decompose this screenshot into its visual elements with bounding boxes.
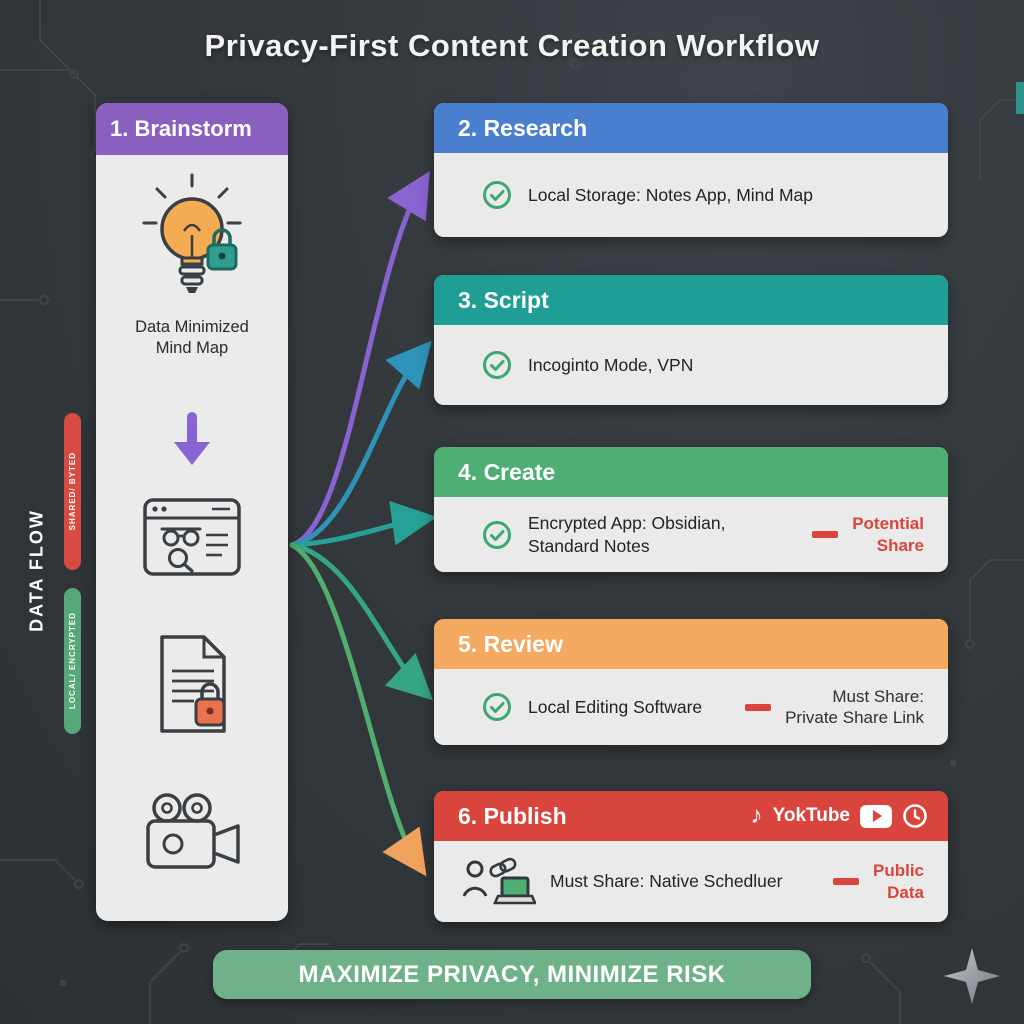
publish-header: 6. Publish ♪ YokTube xyxy=(434,791,948,841)
youtube-icon xyxy=(860,804,892,828)
review-card: 5. Review Local Editing Software Must Sh… xyxy=(434,619,948,745)
publish-header-label: 6. Publish xyxy=(458,802,567,829)
local-pill-label: LOCAL/ ENCRYPTED xyxy=(68,612,77,710)
review-warn: Must Share: Private Share Link xyxy=(785,686,924,729)
review-warn-line1: Must Share: xyxy=(832,686,924,706)
caption-line2: Mind Map xyxy=(155,339,229,358)
create-note-line1: Encrypted App: Obsidian, xyxy=(528,512,726,533)
locked-document-icon xyxy=(160,635,226,733)
page-title: Privacy-First Content Creation Workflow xyxy=(204,28,820,63)
red-dash-icon xyxy=(832,878,859,885)
script-card: 3. Script Incoginto Mode, VPN xyxy=(434,275,948,405)
sparkle-icon xyxy=(944,948,1000,1004)
publish-warn: Public Data xyxy=(873,860,924,903)
play-triangle xyxy=(872,810,882,822)
create-warn-line1: Potential xyxy=(852,514,924,534)
create-warn: Potential Share xyxy=(852,513,924,556)
share-schedule-icon xyxy=(462,857,536,904)
publish-body: Must Share: Native Schedluer Public Data xyxy=(434,841,948,922)
red-dash-icon xyxy=(812,531,839,538)
create-warn-line2: Share xyxy=(876,535,924,555)
publish-warn-group: Public Data xyxy=(832,860,924,903)
create-note: Encrypted App: Obsidian, Standard Notes xyxy=(528,512,725,558)
brainstorm-card: 1. Brainstorm xyxy=(96,103,288,921)
create-warn-group: Potential Share xyxy=(812,513,924,556)
research-header: 2. Research xyxy=(434,103,948,153)
review-body: Local Editing Software Must Share: Priva… xyxy=(434,669,948,745)
incognito-browser-icon xyxy=(143,498,241,576)
create-header-label: 4. Create xyxy=(458,458,556,485)
clock-icon xyxy=(903,804,927,828)
lightbulb-lock-icon xyxy=(142,173,242,293)
review-warn-group: Must Share: Private Share Link xyxy=(745,686,924,729)
video-camera-icon xyxy=(146,793,240,869)
shared-pill-label: SHARED/ BYTED xyxy=(68,452,77,531)
brainstorm-header: 1. Brainstorm xyxy=(96,103,288,155)
review-warn-line2: Private Share Link xyxy=(785,708,924,727)
publish-warn-line2: Data xyxy=(887,882,924,902)
review-header-label: 5. Review xyxy=(458,630,563,657)
create-body: Encrypted App: Obsidian, Standard Notes … xyxy=(434,497,948,572)
publish-note: Must Share: Native Schedluer xyxy=(550,871,783,892)
research-note: Local Storage: Notes App, Mind Map xyxy=(528,184,814,205)
brainstorm-caption: Data Minimized Mind Map xyxy=(96,317,288,360)
script-header-label: 3. Script xyxy=(458,286,549,313)
publish-warn-line1: Public xyxy=(872,861,924,881)
down-arrow-icon xyxy=(174,412,210,465)
research-body: Local Storage: Notes App, Mind Map xyxy=(434,153,948,237)
research-card: 2. Research Local Storage: Notes App, Mi… xyxy=(434,103,948,237)
brainstorm-body: Data Minimized Mind Map xyxy=(96,155,288,921)
check-icon xyxy=(483,351,511,379)
create-header: 4. Create xyxy=(434,447,948,497)
check-icon xyxy=(483,520,511,549)
script-note: Incoginto Mode, VPN xyxy=(528,354,694,375)
bottom-banner: MAXIMIZE PRIVACY, MINIMIZE RISK xyxy=(213,950,811,999)
platform-label: YokTube xyxy=(772,805,850,826)
review-header: 5. Review xyxy=(434,619,948,669)
local-pill: LOCAL/ ENCRYPTED xyxy=(64,588,81,734)
caption-line1: Data Minimized xyxy=(135,318,249,336)
tiktok-icon: ♪ xyxy=(750,802,763,829)
red-dash-icon xyxy=(745,703,772,711)
check-icon xyxy=(483,693,511,721)
script-body: Incoginto Mode, VPN xyxy=(434,325,948,405)
check-icon xyxy=(483,181,511,209)
review-note: Local Editing Software xyxy=(528,696,703,717)
research-header-label: 2. Research xyxy=(458,114,588,141)
publish-card: 6. Publish ♪ YokTube xyxy=(434,791,948,922)
create-note-line2: Standard Notes xyxy=(528,535,650,556)
data-flow-label: DATA FLOW xyxy=(26,509,47,632)
script-header: 3. Script xyxy=(434,275,948,325)
create-card: 4. Create Encrypted App: Obsidian, Stand… xyxy=(434,447,948,572)
publish-platform-icons: ♪ YokTube xyxy=(751,803,928,829)
shared-pill: SHARED/ BYTED xyxy=(64,413,81,570)
